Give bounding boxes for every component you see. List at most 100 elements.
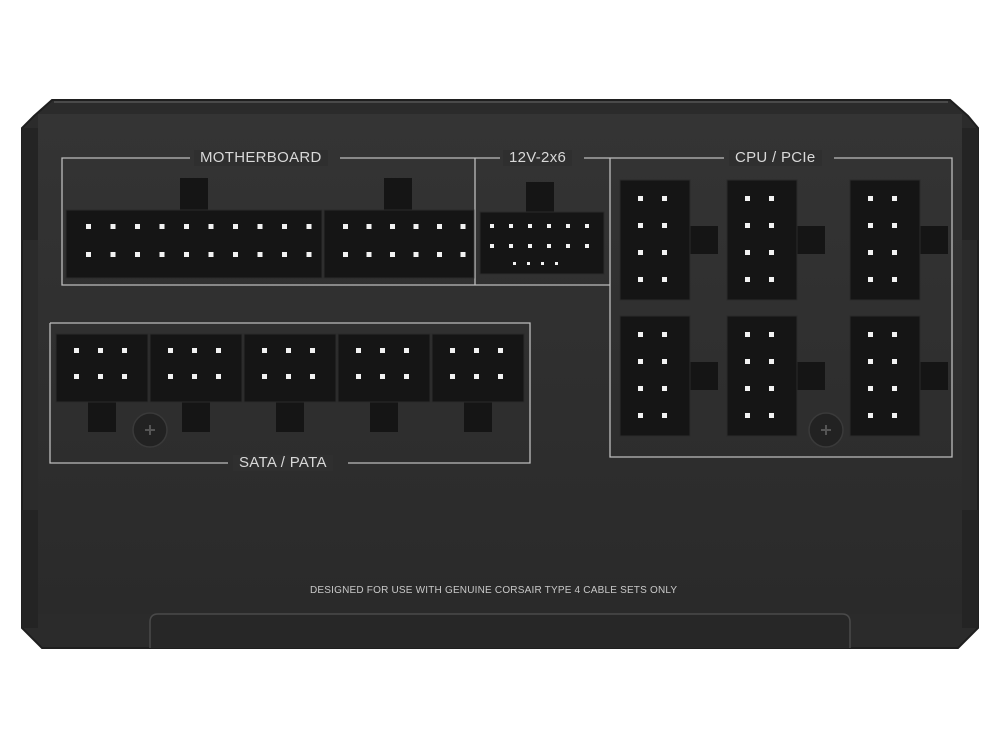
pin	[547, 244, 551, 248]
pin	[662, 386, 667, 391]
pin	[208, 252, 214, 257]
cpu-pcie-socket[interactable]	[849, 179, 948, 301]
sata-pata-socket[interactable]	[55, 333, 149, 432]
pin	[404, 374, 409, 379]
pin	[257, 224, 263, 229]
pin	[662, 413, 667, 418]
pin	[282, 224, 287, 229]
pin	[566, 244, 570, 248]
cpu-pcie-socket[interactable]	[619, 179, 718, 301]
pin	[527, 262, 530, 265]
pin	[868, 196, 873, 201]
right-side-tab	[962, 128, 978, 240]
pin	[585, 244, 589, 248]
pin	[745, 332, 750, 337]
pin	[74, 374, 79, 379]
sata-pata-socket[interactable]	[243, 333, 337, 432]
cable-compatibility-note: DESIGNED FOR USE WITH GENUINE CORSAIR TY…	[310, 585, 678, 596]
cpu-pcie-socket[interactable]	[849, 315, 948, 437]
pin	[98, 348, 103, 353]
pin	[257, 252, 263, 257]
screw-icon	[132, 412, 168, 448]
sata-pata-label: SATA / PATA	[233, 455, 333, 471]
pin	[662, 332, 667, 337]
pin	[135, 224, 140, 229]
pin	[122, 348, 127, 353]
pin	[769, 277, 774, 282]
pin	[662, 277, 667, 282]
pin	[769, 359, 774, 364]
motherboard-20pin-socket[interactable]	[65, 178, 323, 279]
pin	[513, 262, 516, 265]
pin	[892, 277, 897, 282]
pin	[110, 252, 116, 257]
pin	[769, 332, 774, 337]
pin	[585, 224, 589, 228]
cpu-pcie-socket[interactable]	[726, 315, 825, 437]
pin	[745, 413, 750, 418]
pin	[159, 224, 165, 229]
pin	[184, 252, 189, 257]
pin	[745, 386, 750, 391]
pin	[528, 224, 532, 228]
pin	[233, 224, 238, 229]
pin	[868, 250, 873, 255]
pin	[528, 244, 532, 248]
sata-pata-socket[interactable]	[149, 333, 243, 432]
pin	[366, 224, 372, 229]
pin	[474, 348, 479, 353]
pin	[450, 374, 455, 379]
pin	[437, 224, 442, 229]
pin	[745, 196, 750, 201]
pin	[662, 223, 667, 228]
pin	[638, 277, 643, 282]
pin	[98, 374, 103, 379]
pin	[769, 196, 774, 201]
pin	[638, 223, 643, 228]
sata-pata-socket[interactable]	[337, 333, 431, 432]
section-outline	[61, 157, 610, 286]
pin	[509, 224, 513, 228]
pin	[638, 359, 643, 364]
12v-2x6-socket[interactable]	[479, 182, 605, 275]
pin	[498, 348, 503, 353]
pin	[122, 374, 127, 379]
pin	[356, 348, 361, 353]
pin	[390, 224, 395, 229]
pin	[490, 224, 494, 228]
sata-pata-socket[interactable]	[431, 333, 525, 432]
pin	[868, 413, 873, 418]
pin	[286, 348, 291, 353]
pin	[541, 262, 544, 265]
pin	[745, 250, 750, 255]
section-outline	[609, 157, 953, 458]
pin	[390, 252, 395, 257]
pin	[413, 224, 419, 229]
pin	[74, 348, 79, 353]
cpu-pcie-socket[interactable]	[619, 315, 718, 437]
pin	[450, 348, 455, 353]
pin	[233, 252, 238, 257]
pin	[745, 223, 750, 228]
pin	[745, 359, 750, 364]
left-side-tab	[22, 128, 38, 240]
pin	[310, 374, 315, 379]
pin	[380, 374, 385, 379]
cpu-pcie-label: CPU / PCIe	[729, 150, 822, 166]
pin	[86, 224, 91, 229]
section-outline	[50, 322, 531, 464]
pin	[460, 224, 466, 229]
pin	[892, 359, 897, 364]
cpu-pcie-socket[interactable]	[726, 179, 825, 301]
pin	[404, 348, 409, 353]
pin	[868, 359, 873, 364]
pin	[262, 374, 267, 379]
pin	[868, 332, 873, 337]
pin	[892, 250, 897, 255]
motherboard-12pin-socket[interactable]	[323, 178, 475, 279]
pin	[769, 386, 774, 391]
pin	[892, 332, 897, 337]
pin	[769, 250, 774, 255]
